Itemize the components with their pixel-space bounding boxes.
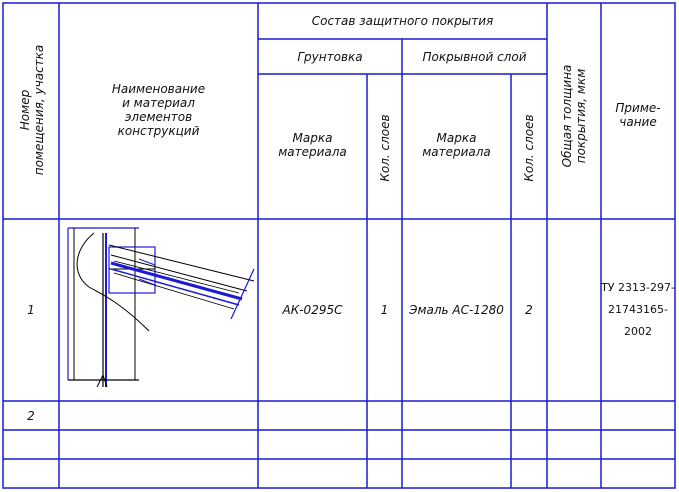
row2-note [601,401,675,430]
row2-number: 2 [27,408,35,423]
header-top-layer: Покрывной слой [422,49,527,64]
header-primer-layers: Кол. слоев [378,114,392,182]
row1-primer-layers: 1 [380,303,389,317]
row1-primer-material: АК-0295С [282,303,343,317]
row2-primer-material [258,401,367,430]
header-coating-composition: Состав защитного покрытия [311,14,494,28]
header-element-name: Наименование и материал элементов констр… [111,82,206,138]
row1-top-material: Эмаль АС-1280 [409,303,504,317]
header-total-thickness: Общая толщина покрытия, мкм [560,64,588,168]
row2-primer-layers [367,401,402,430]
header-primer: Грунтовка [297,49,363,64]
row2-top-material [402,401,511,430]
row1-note: ТУ 2313-297- 21743165-2002 [601,281,675,338]
header-primer-material: Марка материала [278,131,347,159]
structure-node-drawing [67,227,255,388]
header-top-material: Марка материала [422,131,491,159]
row1-top-layers: 2 [525,303,533,317]
row1-number: 1 [27,303,35,317]
row1-total-thickness [547,219,601,401]
row2-total-thickness [547,401,601,430]
header-room-number: Номер помещения, участка [18,44,46,176]
row2-top-layers [511,401,547,430]
header-top-layers: Кол. слоев [522,114,536,182]
header-note: Приме- чание [615,101,661,129]
